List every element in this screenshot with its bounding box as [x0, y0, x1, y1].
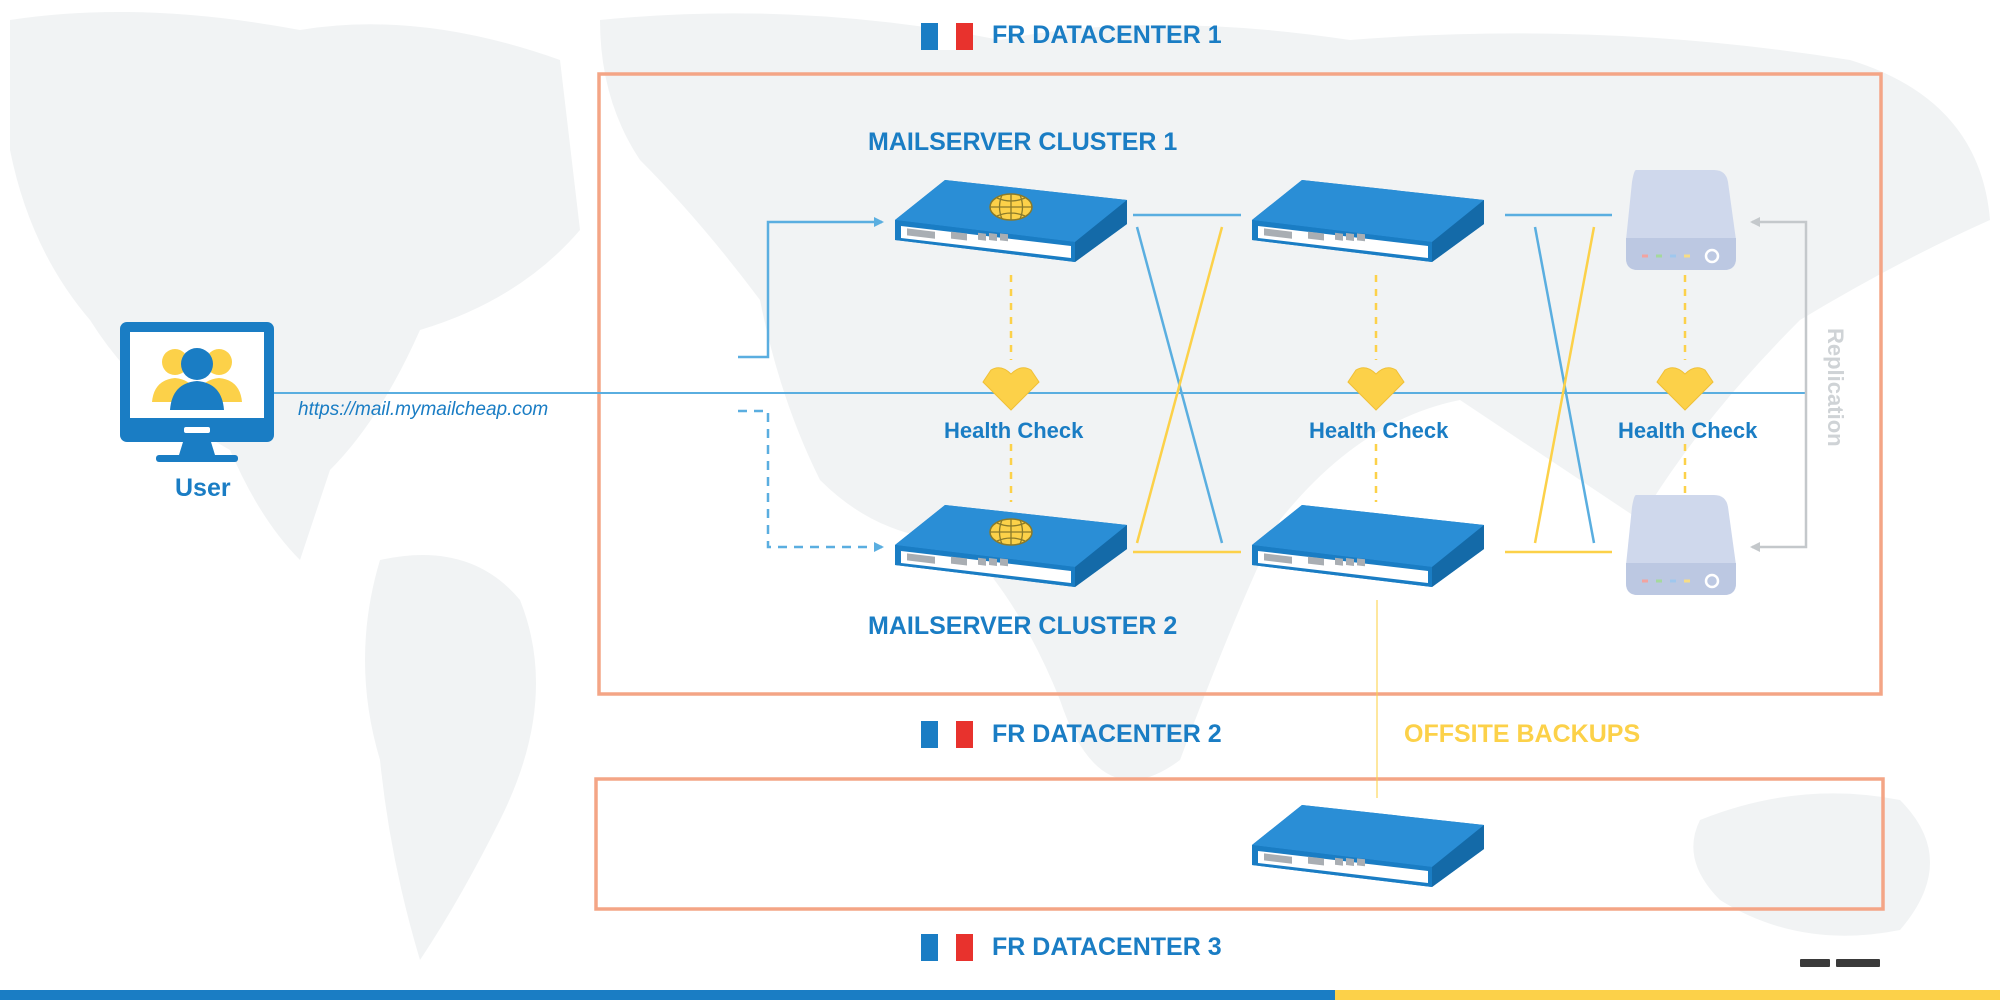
datacenter-1-box	[597, 72, 1883, 696]
user-label: User	[175, 474, 231, 502]
link-c2-s1-s2-diag	[1135, 226, 1224, 544]
france-flag-icon	[921, 23, 973, 50]
replication-arrow-bottom	[1750, 393, 1808, 552]
datacenter-2-box	[594, 777, 1885, 911]
france-flag-icon	[921, 934, 973, 961]
storage-drive-icon	[1624, 493, 1738, 597]
datacenter-1-label: FR DATACENTER 1	[992, 21, 1222, 49]
route-cluster-2-arrow	[738, 409, 884, 552]
datacenter-2-label: FR DATACENTER 2	[992, 720, 1222, 748]
bottom-color-bar	[0, 990, 2000, 1000]
datacenter-3-label: FR DATACENTER 3	[992, 933, 1222, 961]
offsite-backups-label: OFFSITE BACKUPS	[1404, 720, 1641, 748]
cluster-1-label: MAILSERVER CLUSTER 1	[868, 128, 1178, 156]
globe-icon	[989, 518, 1033, 546]
pager-dot	[1836, 959, 1880, 967]
url-link[interactable]: https://mail.mymailcheap.com	[298, 399, 549, 420]
health-check-label: Health Check	[1309, 418, 1449, 443]
globe-icon	[989, 193, 1033, 221]
health-check-label: Health Check	[944, 418, 1084, 443]
storage-drive-icon	[1624, 168, 1738, 272]
mailserver-2-secondary	[1252, 505, 1484, 587]
pager-dot	[1800, 959, 1830, 967]
offsite-backup-server	[1252, 805, 1484, 887]
route-cluster-1-arrow	[738, 217, 884, 359]
health-check-label: Health Check	[1618, 418, 1758, 443]
cluster-2-label: MAILSERVER CLUSTER 2	[868, 612, 1178, 640]
link-c2-s2-drive-diag	[1533, 226, 1596, 544]
user-monitor-icon	[120, 322, 274, 462]
replication-label: Replication	[1823, 328, 1848, 447]
replication-arrow-top	[1750, 217, 1808, 393]
france-flag-icon	[921, 721, 973, 748]
